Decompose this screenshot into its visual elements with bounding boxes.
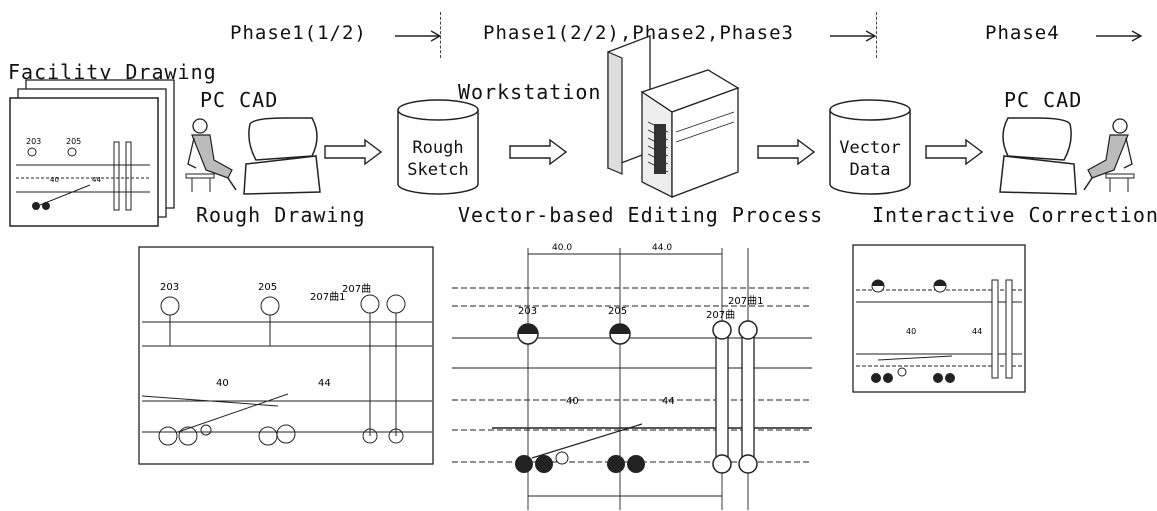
- pc-cad-left-label: PC CAD: [200, 88, 279, 112]
- phase4-label: Phase4: [985, 22, 1060, 44]
- rough-sketch-cylinder: [397, 99, 479, 195]
- svg-text:40: 40: [50, 176, 59, 184]
- label-40: 40: [906, 327, 916, 336]
- flow-arrow: [509, 138, 568, 166]
- label-205: 205: [608, 306, 627, 317]
- phase-divider: [876, 12, 877, 58]
- phase2-arrow: [830, 30, 877, 42]
- interactive-correction-label: Interactive Correction: [872, 203, 1157, 227]
- pc-cad-right-label: PC CAD: [1004, 88, 1083, 112]
- label-203: 203: [518, 306, 537, 317]
- rough-sketch-line2: Sketch: [407, 160, 469, 180]
- flow-arrow: [925, 138, 984, 166]
- svg-text:44: 44: [92, 176, 101, 184]
- label-207: 207曲: [706, 309, 735, 321]
- rough-drawing-label: Rough Drawing: [196, 203, 366, 227]
- label-205: 205: [258, 282, 277, 293]
- phase-divider: [440, 12, 441, 58]
- label-44: 44: [662, 396, 675, 407]
- flow-arrow: [757, 138, 816, 166]
- vector-editing-panel: 40.0 44.0 40 44 203 205 207曲 207曲1: [452, 243, 812, 510]
- phase1-label: Phase1(1/2): [230, 22, 367, 44]
- vector-editing-label: Vector-based Editing Process: [458, 203, 824, 227]
- label-207: 207曲: [342, 283, 371, 295]
- svg-text:205: 205: [66, 137, 81, 146]
- workstation-icon: [607, 35, 740, 199]
- label-44: 44: [972, 327, 982, 336]
- svg-text:203: 203: [26, 137, 41, 146]
- phase2-label: Phase1(2/2),Phase2,Phase3: [483, 22, 794, 44]
- correction-panel: 40 44: [852, 244, 1026, 393]
- pc-cad-right-icon: [999, 117, 1135, 195]
- workstation-label: Workstation: [458, 80, 602, 104]
- label-40: 40: [566, 396, 579, 407]
- vector-data-line2: Data: [849, 160, 891, 180]
- dim-44: 44.0: [652, 243, 672, 253]
- pc-cad-left-icon: [185, 117, 321, 195]
- label-40: 40: [216, 378, 229, 389]
- label-207-1: 207曲1: [728, 295, 763, 307]
- flow-arrow: [324, 138, 383, 166]
- vector-data-line1: Vector: [839, 138, 901, 158]
- vector-data-cylinder: [829, 99, 911, 195]
- label-207-1: 207曲1: [310, 291, 345, 303]
- dim-40: 40.0: [552, 243, 572, 253]
- rough-drawing-panel: 203 205 207曲 207曲1 40 44: [138, 246, 434, 465]
- phase4-arrow: [1096, 30, 1143, 42]
- phase1-arrow: [395, 30, 442, 42]
- rough-sketch-line1: Rough: [412, 138, 464, 158]
- label-203: 203: [160, 282, 179, 293]
- label-44: 44: [318, 378, 331, 389]
- facility-drawing-stack: 203 205 40 44: [9, 79, 175, 227]
